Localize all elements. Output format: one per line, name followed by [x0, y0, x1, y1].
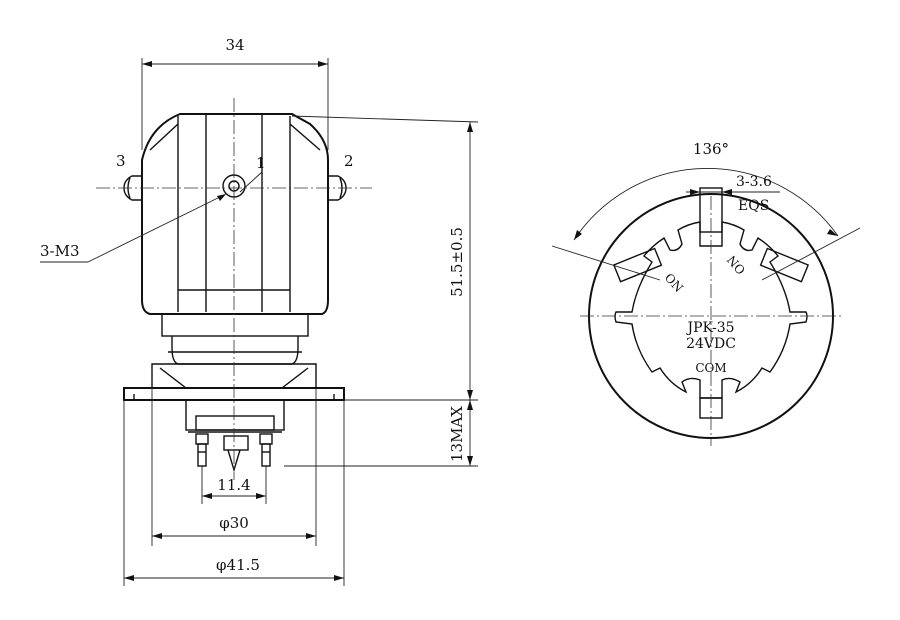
dim-height: 51.5±0.5: [448, 227, 466, 297]
bottom-view: 136° 3-3.6 EQS ON ON JPK-35 24VDC COM: [551, 140, 861, 446]
dim-inner-dia: φ30: [219, 514, 249, 532]
slot-note-label: EQS: [738, 198, 769, 214]
terminal-3-label: 3: [116, 152, 126, 170]
slot-left: [612, 247, 663, 283]
slot-right: [759, 247, 810, 283]
dim-width: 34: [225, 36, 244, 54]
slot-width-label: 3-3.6: [736, 174, 772, 190]
model-label: JPK-35: [685, 320, 734, 336]
side-view: [96, 98, 372, 480]
com-label: COM: [695, 361, 726, 375]
housing-outline: [141, 113, 329, 315]
voltage-label: 24VDC: [686, 336, 736, 352]
contact-plate: [614, 221, 808, 399]
dim-pin-spacing: 11.4: [217, 476, 250, 494]
label-on-left: ON: [662, 271, 686, 295]
pin-right: [259, 433, 273, 467]
terminal-2-label: 2: [344, 152, 354, 170]
terminal-block: [185, 399, 285, 431]
pin-left: [195, 433, 209, 467]
label-on-right: ON: [724, 252, 748, 277]
angle-arc: [573, 167, 839, 241]
thread-callout: 3-M3: [40, 242, 80, 260]
terminal-1-label: 1: [256, 154, 266, 172]
dim-outer-dia: φ41.5: [216, 556, 260, 574]
angle-label: 136°: [693, 140, 729, 158]
dim-base-height: 13MAX: [448, 406, 466, 462]
side-view-dimensions: 34 51.5±0.5 13MAX 11.4 φ30 φ41.5: [40, 36, 479, 586]
